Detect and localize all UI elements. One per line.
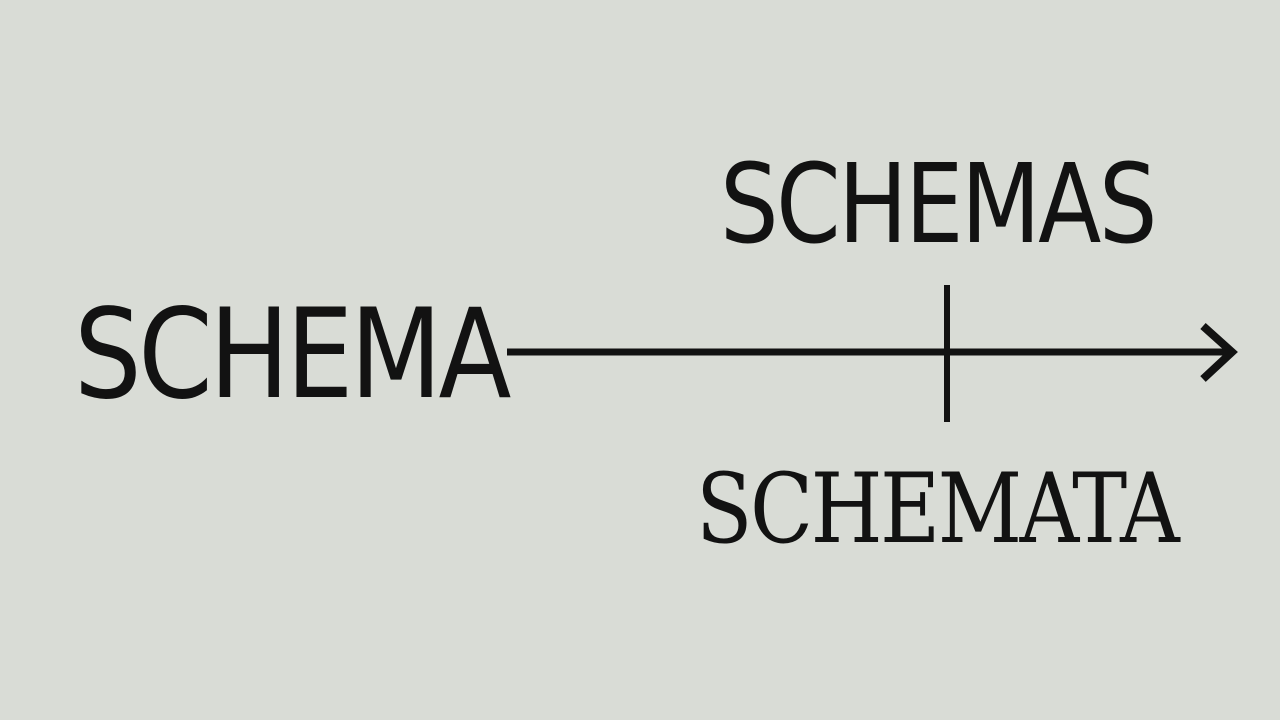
singular-label: SCHEMA	[74, 283, 511, 427]
plural-label-schemas: SCHEMAS	[720, 140, 1157, 268]
arrowhead	[1200, 323, 1238, 382]
plural-label-schemata: SCHEMATA	[696, 453, 1180, 565]
